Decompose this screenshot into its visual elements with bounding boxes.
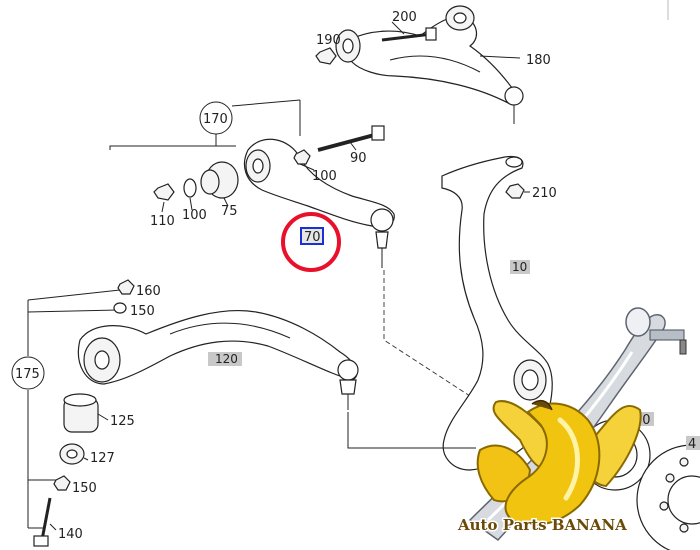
label-160: 160 xyxy=(136,284,161,299)
label-100-lower: 100 xyxy=(182,208,207,223)
label-box-10 xyxy=(510,260,530,274)
upper-control-arm-group xyxy=(315,5,524,124)
label-box-120 xyxy=(208,352,242,366)
label-10: 10 xyxy=(512,260,527,274)
label-170: 170 xyxy=(203,112,228,127)
label-100-upper: 100 xyxy=(312,169,337,184)
label-120: 120 xyxy=(215,352,238,366)
label-190: 190 xyxy=(316,33,341,48)
label-180: 180 xyxy=(526,53,551,68)
label-127: 127 xyxy=(90,451,115,466)
label-175: 175 xyxy=(15,367,40,382)
callout-circle-175 xyxy=(11,356,45,390)
label-150-upper: 150 xyxy=(130,304,155,319)
highlight-box-70 xyxy=(300,227,324,245)
label-90: 90 xyxy=(350,151,367,166)
label-140: 140 xyxy=(58,527,83,542)
lower-control-arm-group xyxy=(27,279,476,547)
watermark-brand-text: Auto Parts BANANA xyxy=(457,516,627,534)
label-70: 70 xyxy=(304,230,321,245)
label-200: 200 xyxy=(392,10,417,25)
label-110: 110 xyxy=(150,214,175,229)
callout-circle-170 xyxy=(199,101,233,135)
label-4: 4 xyxy=(688,437,696,452)
banana-logo-icon xyxy=(476,399,642,526)
tension-strut-group xyxy=(109,99,477,401)
highlight-circle-70 xyxy=(281,212,341,272)
label-150-lower: 150 xyxy=(72,481,97,496)
label-210: 210 xyxy=(532,186,557,201)
label-box-4 xyxy=(686,436,700,450)
label-125: 125 xyxy=(110,414,135,429)
label-75: 75 xyxy=(221,204,238,219)
